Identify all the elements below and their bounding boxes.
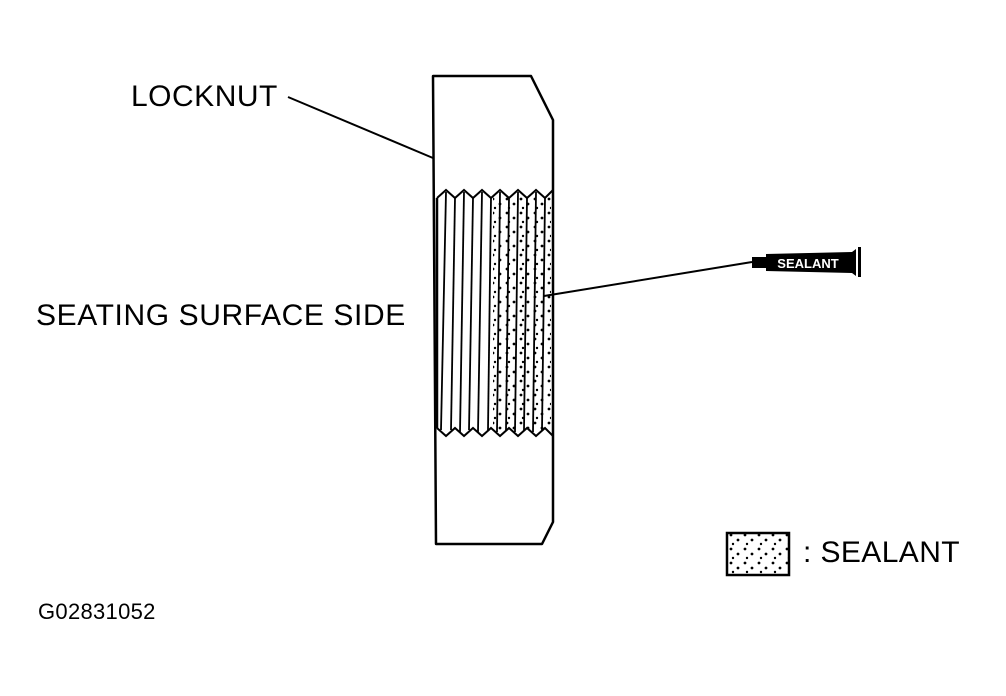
seating-surface-side-label: SEATING SURFACE SIDE: [36, 299, 406, 332]
thread-top-edge: [436, 188, 554, 200]
figure-id: G02831052: [38, 599, 156, 624]
thread-bottom-edge: [436, 426, 554, 438]
sealant-tube-label: SEALANT: [777, 256, 838, 271]
thread-lines: [435, 191, 546, 433]
legend-swatch: [725, 531, 791, 577]
locknut-label: LOCKNUT: [131, 80, 278, 113]
legend-label: : SEALANT: [803, 536, 960, 569]
sealant-applied-region: [493, 196, 551, 430]
sealant-leader: [543, 261, 753, 297]
locknut-leader: [287, 96, 434, 159]
sealant-tube-icon: SEALANT: [752, 247, 861, 277]
